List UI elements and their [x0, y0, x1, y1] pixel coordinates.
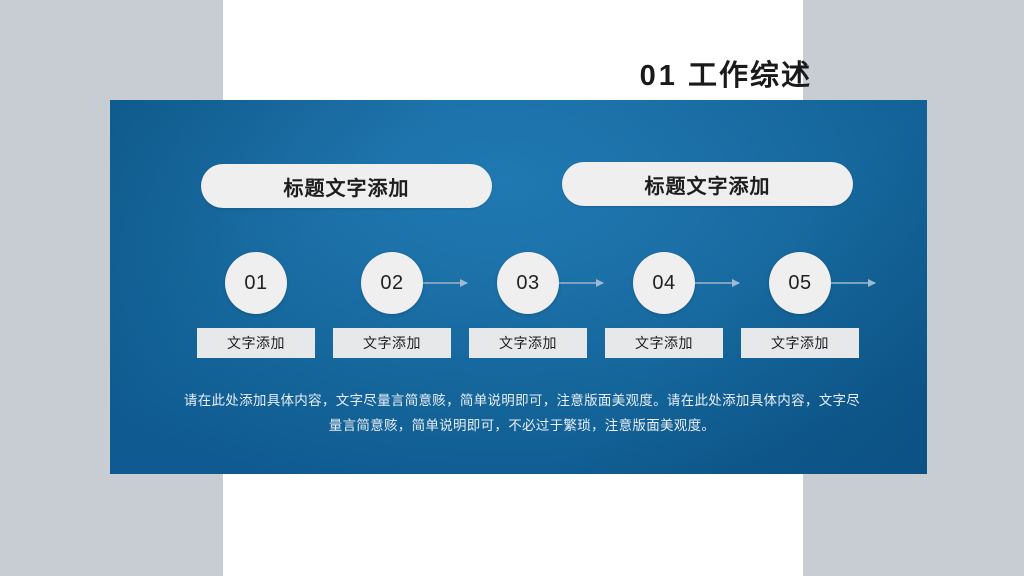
step-circle-3[interactable]: 03 [497, 252, 559, 314]
step-label-4[interactable]: 文字添加 [605, 328, 723, 358]
step-circle-2[interactable]: 02 [361, 252, 423, 314]
step-circle-1[interactable]: 01 [225, 252, 287, 314]
step-circle-5-number: 05 [788, 271, 812, 294]
page-title-text: 工作综述 [687, 60, 812, 92]
step-label-2-text: 文字添加 [363, 335, 421, 351]
step-circle-5[interactable]: 05 [769, 252, 831, 314]
step-label-2[interactable]: 文字添加 [333, 328, 451, 358]
heading-pill-2[interactable]: 标题文字添加 [562, 162, 853, 206]
step-connector-4 [810, 279, 876, 287]
step-label-1[interactable]: 文字添加 [197, 328, 315, 358]
heading-pill-1[interactable]: 标题文字添加 [201, 164, 492, 208]
step-label-4-text: 文字添加 [635, 335, 693, 351]
step-connector-2 [538, 279, 604, 287]
step-circle-3-number: 03 [516, 271, 540, 294]
content-panel: 标题文字添加 标题文字添加 01 02 03 04 05 文字添加 文字添加 [110, 100, 927, 474]
heading-pill-2-label: 标题文字添加 [644, 175, 771, 198]
step-label-5[interactable]: 文字添加 [741, 328, 859, 358]
step-circle-1-number: 01 [244, 271, 268, 294]
step-connector-3 [674, 279, 740, 287]
step-circle-4[interactable]: 04 [633, 252, 695, 314]
heading-pill-1-label: 标题文字添加 [283, 177, 410, 200]
step-label-3-text: 文字添加 [499, 335, 557, 351]
step-circle-2-number: 02 [380, 271, 404, 294]
step-label-5-text: 文字添加 [771, 335, 829, 351]
body-paragraph: 请在此处添加具体内容，文字尽量言简意赅，简单说明即可，注意版面美观度。请在此处添… [183, 393, 861, 433]
step-connector-1 [402, 279, 468, 287]
step-circle-4-number: 04 [652, 271, 676, 294]
step-label-3[interactable]: 文字添加 [469, 328, 587, 358]
step-labels-row: 文字添加 文字添加 文字添加 文字添加 文字添加 [110, 328, 927, 358]
page-title-number: 01 [639, 60, 678, 92]
step-label-1-text: 文字添加 [227, 335, 285, 351]
step-circles-row: 01 02 03 04 05 [110, 252, 927, 314]
page-title: 01 工作综述 [0, 52, 812, 94]
